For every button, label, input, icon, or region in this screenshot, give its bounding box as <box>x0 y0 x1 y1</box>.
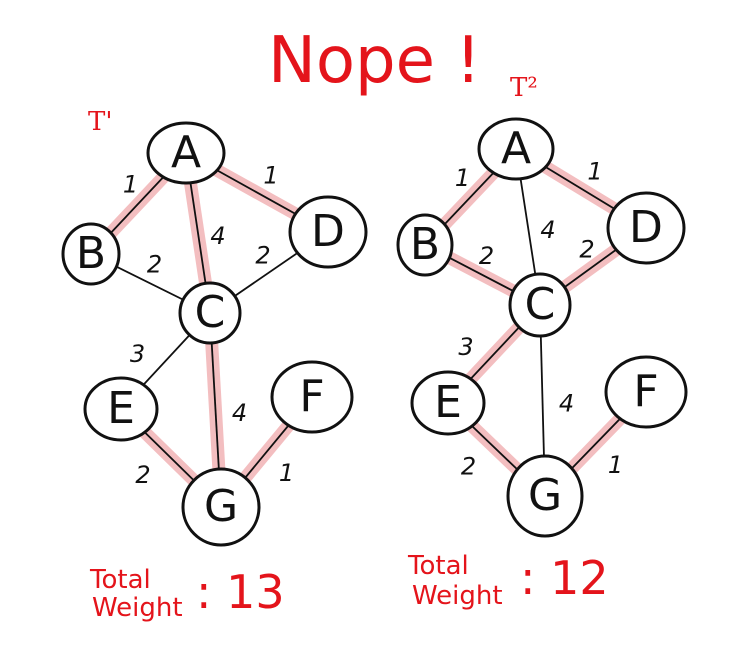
t2-weight-b-c: 2 <box>479 242 494 270</box>
t1-node-label-e: E <box>107 383 135 434</box>
t2-weight-c-e: 3 <box>458 333 473 361</box>
t2-node-label-f: F <box>633 366 658 417</box>
t1-weight-g-f: 1 <box>279 459 294 487</box>
t2-node-b: B <box>396 213 454 277</box>
t1-node-label-b: B <box>76 228 106 279</box>
t1-node-g: G <box>181 467 261 547</box>
t1-weight-a-c: 4 <box>210 222 225 250</box>
t2-node-label-a: A <box>501 123 531 174</box>
t1-weight-b-c: 2 <box>147 251 162 279</box>
tree-t1: T' 1 1 4 2 2 3 4 2 1 A B C D E F G Total Weight : 13 <box>61 107 368 623</box>
t2-weight-e-g: 2 <box>461 453 476 481</box>
tree-t1-label: T' <box>88 107 113 137</box>
tree-t2-label: T² <box>510 73 538 103</box>
t1-node-label-d: D <box>311 206 345 257</box>
t2-weight-a-c: 4 <box>540 216 555 244</box>
page-title: Nope ! <box>268 24 481 98</box>
t2-node-e: E <box>410 370 486 436</box>
t1-node-label-f: F <box>299 371 324 422</box>
tree-t1-total-label-line1: Total <box>89 565 151 595</box>
t2-weight-c-g: 4 <box>559 390 574 418</box>
t1-node-a: A <box>146 121 226 185</box>
t2-weight-d-c: 2 <box>579 236 594 264</box>
t1-weight-c-g: 4 <box>232 399 247 427</box>
t1-node-b: B <box>61 222 121 286</box>
t2-node-a: A <box>477 117 555 181</box>
t1-weight-c-e: 3 <box>130 340 145 368</box>
tree-t1-total-value: : 13 <box>196 565 285 619</box>
tree-t2-total: Total Weight : 12 <box>407 551 609 611</box>
t2-node-g: G <box>506 454 584 538</box>
t1-node-label-g: G <box>204 481 238 532</box>
t2-node-label-g: G <box>528 470 562 521</box>
tree-t2-total-value: : 12 <box>520 551 609 605</box>
t1-node-f: F <box>270 360 354 434</box>
tree-t2-total-label-line2: Weight <box>412 581 503 611</box>
t2-node-f: F <box>604 355 688 429</box>
t2-weight-a-d: 1 <box>587 158 602 186</box>
t1-weight-d-c: 2 <box>255 242 270 270</box>
t1-weight-a-d: 1 <box>263 162 278 190</box>
t2-node-label-b: B <box>410 219 440 270</box>
tree-t1-total: Total Weight : 13 <box>89 565 285 623</box>
t2-node-label-c: C <box>525 279 556 330</box>
t2-node-d: D <box>606 191 686 265</box>
t1-node-d: D <box>288 195 368 269</box>
t2-node-c: C <box>508 272 572 338</box>
t2-node-label-e: E <box>434 377 462 428</box>
t2-node-label-d: D <box>629 202 663 253</box>
t1-node-label-a: A <box>171 127 201 178</box>
t1-node-c: C <box>178 281 242 345</box>
tree-t2-total-label-line1: Total <box>407 551 469 581</box>
t2-weight-g-f: 1 <box>608 451 623 479</box>
t1-weight-a-b: 1 <box>123 171 138 199</box>
t1-weight-e-g: 2 <box>135 461 150 489</box>
t2-weight-a-b: 1 <box>455 164 470 192</box>
tree-t1-total-label-line2: Weight <box>92 593 183 623</box>
t1-node-e: E <box>83 376 159 442</box>
t1-node-label-c: C <box>195 287 226 338</box>
